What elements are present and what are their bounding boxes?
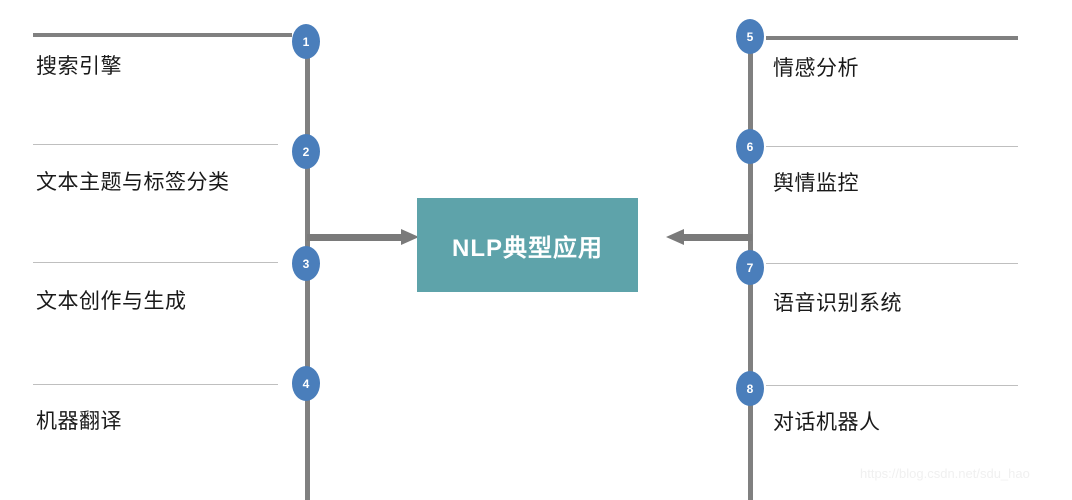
badge-6[interactable]: 6 (736, 129, 764, 164)
item-label-text-topic-tag-classification: 文本主题与标签分类 (36, 171, 230, 194)
arrow-right-head (666, 229, 684, 245)
item-label-text-creation-generation: 文本创作与生成 (36, 290, 187, 313)
arrow-left-shaft (307, 234, 403, 241)
badge-1-number: 1 (302, 34, 310, 49)
badge-5-number: 5 (746, 29, 754, 44)
badge-2[interactable]: 2 (292, 134, 320, 169)
arrow-right-to-center-icon (666, 229, 752, 245)
badge-8[interactable]: 8 (736, 371, 764, 406)
badge-3-number: 3 (302, 256, 310, 271)
left-rule-2 (33, 144, 278, 145)
right-rule-3 (766, 263, 1018, 264)
item-label-chatbot: 对话机器人 (773, 411, 881, 434)
badge-7[interactable]: 7 (736, 250, 764, 285)
left-rule-3 (33, 262, 278, 263)
badge-2-number: 2 (302, 144, 310, 159)
badge-8-number: 8 (746, 381, 754, 396)
center-node-label: NLP典型应用 (452, 234, 603, 262)
left-rule-1 (33, 33, 292, 37)
badge-7-number: 7 (746, 260, 754, 275)
arrow-left-head (401, 229, 419, 245)
right-rule-2 (766, 146, 1018, 147)
item-label-speech-recognition-system: 语音识别系统 (773, 292, 902, 315)
arrow-right-shaft (684, 234, 752, 241)
badge-4-number: 4 (302, 376, 310, 391)
item-label-public-opinion-monitoring: 舆情监控 (773, 172, 859, 195)
center-node-nlp-applications[interactable]: NLP典型应用 (417, 198, 638, 292)
badge-4[interactable]: 4 (292, 366, 320, 401)
right-rule-4 (766, 385, 1018, 386)
badge-6-number: 6 (746, 139, 754, 154)
arrow-left-to-center-icon (307, 229, 419, 245)
left-rule-4 (33, 384, 278, 385)
badge-5[interactable]: 5 (736, 19, 764, 54)
badge-1[interactable]: 1 (292, 24, 320, 59)
item-label-sentiment-analysis: 情感分析 (773, 57, 859, 80)
right-rule-1 (766, 36, 1018, 40)
item-label-machine-translation: 机器翻译 (36, 410, 122, 433)
watermark-text: https://blog.csdn.net/sdu_hao (860, 466, 1030, 481)
item-label-search-engine: 搜索引擎 (36, 55, 122, 78)
badge-3[interactable]: 3 (292, 246, 320, 281)
